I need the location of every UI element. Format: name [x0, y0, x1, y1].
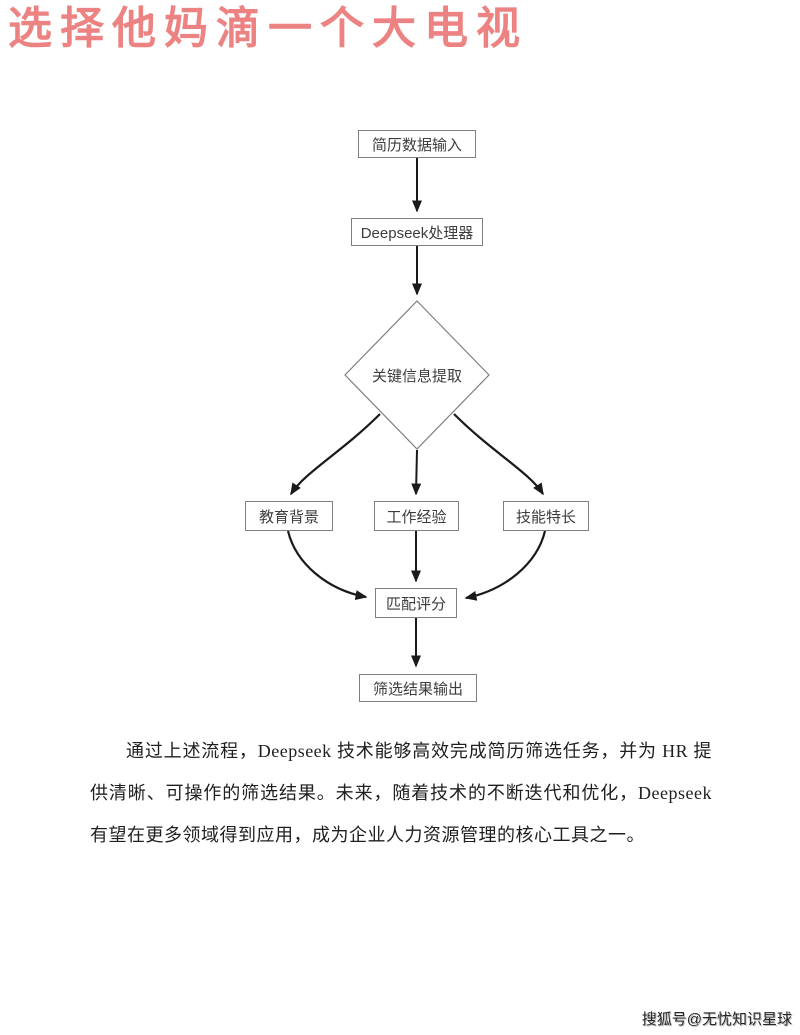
top-watermark-text: 选择他妈滴一个大电视	[8, 4, 528, 53]
arrow-skills-to-score	[464, 530, 547, 601]
arrow-education-to-score	[286, 530, 368, 601]
arrow-extract-to-skills	[453, 413, 544, 496]
node-skills: 技能特长	[503, 501, 589, 531]
node-resume-input: 简历数据输入	[358, 130, 476, 158]
bottom-watermark-text: 搜狐号@无忧知识星球	[641, 1011, 792, 1028]
summary-paragraph: 通过上述流程，Deepseek 技术能够高效完成简历筛选任务，并为 HR 提供清…	[90, 741, 712, 845]
node-key-info-extract-label: 关键信息提取	[371, 367, 462, 385]
arrow-extract-to-education	[290, 413, 381, 496]
node-deepseek-processor: Deepseek处理器	[351, 218, 483, 246]
node-education: 教育背景	[245, 501, 333, 531]
node-experience: 工作经验	[374, 501, 459, 531]
node-result-output: 筛选结果输出	[359, 674, 477, 702]
node-match-score: 匹配评分	[375, 588, 457, 618]
arrow-extract-to-experience	[411, 449, 422, 496]
diamond-key-info-extract-shape	[344, 300, 490, 450]
